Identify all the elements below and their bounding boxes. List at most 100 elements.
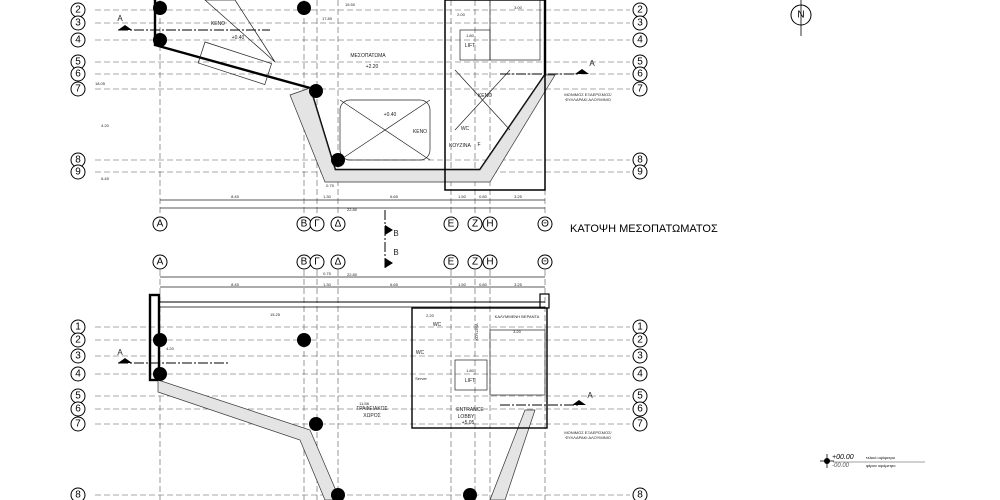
dimension: 3.00 xyxy=(514,5,523,10)
svg-text:6: 6 xyxy=(75,404,81,415)
core-bottom xyxy=(411,307,548,429)
grid-bubble: 4 xyxy=(70,32,86,48)
svg-text:4: 4 xyxy=(637,35,643,46)
grid-bubble: 4 xyxy=(632,366,648,382)
mezzanine-label: ΜΕΣΟΠΑΤΩΜΑ xyxy=(350,53,386,59)
grid-bubble: 7 xyxy=(70,81,86,97)
staircase-bottom xyxy=(489,329,546,396)
structural-columns xyxy=(153,1,477,500)
section-mark: A xyxy=(587,391,593,400)
svg-text:3: 3 xyxy=(75,18,81,29)
grid-bubble: 8 xyxy=(632,487,648,500)
svg-text:2: 2 xyxy=(75,5,81,16)
grid-bubble: 3 xyxy=(70,15,86,31)
grid-bubble: Θ xyxy=(537,254,553,270)
section-mark: A xyxy=(589,59,595,68)
svg-text:1: 1 xyxy=(637,322,643,333)
structural-column xyxy=(331,488,345,500)
grid-bubble: Ε xyxy=(443,254,459,270)
svg-text:9: 9 xyxy=(75,167,81,178)
svg-text:Η: Η xyxy=(486,219,493,230)
section-mark: A xyxy=(117,14,123,23)
stair-treads xyxy=(197,41,273,85)
svg-text:Δ: Δ xyxy=(335,219,342,230)
grid-bubble: 7 xyxy=(632,81,648,97)
grid-bubble: Α xyxy=(152,254,168,270)
north-arrow-icon: N xyxy=(790,0,812,36)
lift-bottom xyxy=(454,359,488,391)
grid-bubble: 2 xyxy=(632,2,648,18)
grid-bubble: 6 xyxy=(70,401,86,417)
grid-bubble: 9 xyxy=(70,164,86,180)
svg-text:5: 5 xyxy=(75,57,81,68)
section-mark: B xyxy=(393,229,398,238)
wc-label: WC xyxy=(416,350,425,356)
svg-text:Α: Α xyxy=(157,219,164,230)
grid-bubble: Ζ xyxy=(467,216,483,232)
kitchen-label: ΚΟΥΖΙΝΑ xyxy=(474,323,479,341)
structural-column xyxy=(153,367,167,381)
grid-bubble: 3 xyxy=(632,348,648,364)
grid-bubble: 6 xyxy=(632,66,648,82)
svg-text:5: 5 xyxy=(637,391,643,402)
grid-lines xyxy=(95,0,630,500)
svg-text:Β: Β xyxy=(301,257,308,268)
dimension: 18.05 xyxy=(95,81,106,86)
svg-text:5: 5 xyxy=(75,391,81,402)
structural-column xyxy=(297,333,311,347)
svg-text:6: 6 xyxy=(75,69,81,80)
dimension: 22.80 xyxy=(347,207,358,212)
mezzanine-level: +2.20 xyxy=(366,64,379,70)
grid-bubble: 4 xyxy=(632,32,648,48)
void-label: ΚΕΝΟ xyxy=(211,21,225,27)
grid-bubble: 1 xyxy=(70,319,86,335)
svg-text:Θ: Θ xyxy=(541,219,549,230)
svg-text:Η: Η xyxy=(486,257,493,268)
svg-text:8: 8 xyxy=(75,490,81,500)
dimension: 8.45 xyxy=(231,282,240,287)
note: ΜΟΝΙΜΟΣ ΕΞΑΕΡΙΣΜΟΣ/ xyxy=(564,92,612,97)
svg-text:Δ: Δ xyxy=(335,257,342,268)
section-mark: B xyxy=(393,248,398,257)
grid-bubble: 6 xyxy=(70,66,86,82)
svg-text:2: 2 xyxy=(637,335,643,346)
note: ΦΥΛΛΑΡΑΚΙ ΑΛΟΥΜΙΝΙΟ xyxy=(565,435,611,440)
dimension: 0.75 xyxy=(326,183,335,188)
svg-text:7: 7 xyxy=(637,419,643,430)
grid-bubble: 6 xyxy=(632,401,648,417)
veranda-label: ΚΑΛΥΜΜΕΝΗ ΒΕΡΑΝΤΑ xyxy=(495,314,540,319)
dimension: 8.45 xyxy=(231,194,240,199)
wc-label: WC xyxy=(461,126,470,132)
grid-bubble: 1 xyxy=(632,319,648,335)
grid-bubble: 3 xyxy=(70,348,86,364)
level-mark: +0.40 xyxy=(232,35,245,41)
dimension: 1.50 xyxy=(458,194,467,199)
grid-bubble: Β xyxy=(296,216,312,232)
dimension: 2.20 xyxy=(426,313,435,318)
stair-top xyxy=(204,0,276,63)
dimension: 15.50 xyxy=(345,2,356,7)
grid-bubble: 5 xyxy=(70,388,86,404)
svg-text:2: 2 xyxy=(75,335,81,346)
dimension: 6.65 xyxy=(390,282,399,287)
svg-text:7: 7 xyxy=(75,84,81,95)
dimension: 3.25 xyxy=(514,282,523,287)
dimension: 0.75 xyxy=(323,271,332,276)
svg-text:4: 4 xyxy=(75,369,81,380)
svg-text:4: 4 xyxy=(637,369,643,380)
svg-text:6: 6 xyxy=(637,69,643,80)
server-label: Server xyxy=(415,376,427,381)
svg-text:8: 8 xyxy=(637,490,643,500)
lift-label: LIFT xyxy=(465,378,475,384)
void-label: ΚΕΝΟ xyxy=(413,129,427,135)
svg-text:Ζ: Ζ xyxy=(472,219,478,230)
svg-text:Γ: Γ xyxy=(314,219,320,230)
grid-bubble: Δ xyxy=(330,254,346,270)
svg-text:3: 3 xyxy=(637,18,643,29)
legend-level-structural: -00.00 xyxy=(832,463,850,469)
dimension: 0.80 xyxy=(479,282,488,287)
svg-text:8: 8 xyxy=(75,155,81,166)
void-label: ΚΕΝΟ xyxy=(478,93,492,99)
structural-column xyxy=(153,1,167,15)
